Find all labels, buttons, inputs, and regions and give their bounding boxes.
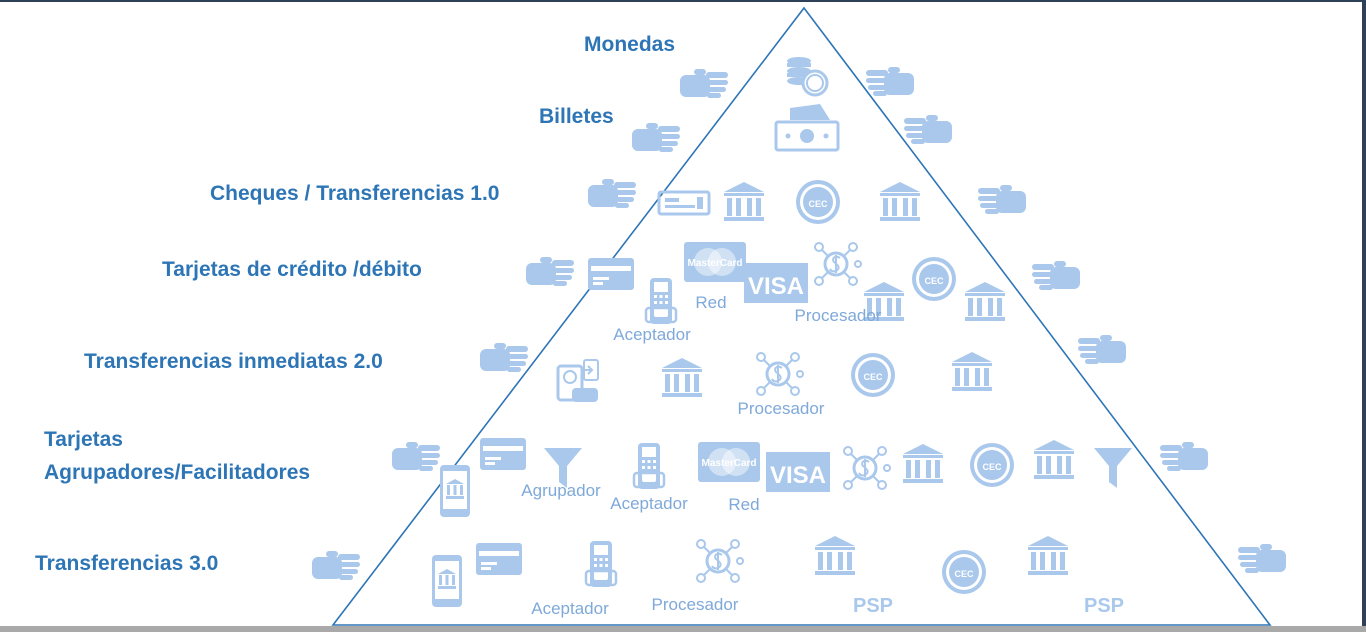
bank-icon	[1028, 536, 1068, 575]
mastercard-label: MasterCard	[701, 458, 756, 469]
level-transferencias-inmediatas: Transferencias inmediatas 2.0	[84, 350, 383, 373]
label-aceptador: Aceptador	[531, 599, 609, 618]
label-aceptador: Aceptador	[613, 325, 691, 344]
cheque-icon	[657, 190, 711, 216]
clearing-house-label: CEC	[808, 199, 828, 209]
pos-terminal-icon	[632, 441, 666, 491]
mobile-transfer-icon	[556, 358, 600, 404]
mobile-bank-icon	[440, 465, 470, 517]
clearing-house-label: CEC	[954, 569, 974, 579]
level-tarjetas-credito-debito: Tarjetas de crédito /débito	[162, 258, 422, 281]
bank-icon	[965, 282, 1005, 321]
level-cheques-transferencias: Cheques / Transferencias 1.0	[210, 182, 500, 205]
label-aceptador: Aceptador	[610, 494, 688, 513]
hand-icon	[904, 115, 952, 144]
clearing-house-label: CEC	[982, 462, 1002, 472]
level-monedas: Monedas	[584, 33, 676, 56]
bank-icon	[724, 182, 764, 221]
clearing-house-label: CEC	[863, 372, 883, 382]
label-procesador: Procesador	[651, 595, 739, 614]
hand-icon	[312, 551, 360, 580]
label-procesador: Procesador	[794, 306, 882, 325]
hand-icon	[978, 185, 1026, 214]
label-agrupador: Agrupador	[521, 481, 601, 500]
mobile-bank-icon	[432, 555, 462, 607]
bank-icon	[815, 536, 855, 575]
hand-icon	[1078, 335, 1126, 364]
hand-icon	[1032, 261, 1080, 290]
clearing-house-label: CEC	[924, 276, 944, 286]
credit-card-icon	[480, 438, 526, 470]
hand-icon	[866, 67, 914, 96]
processor-network-icon	[755, 351, 805, 397]
hand-icon	[1238, 544, 1286, 573]
processor-network-icon	[842, 445, 892, 491]
credit-card-icon	[588, 258, 634, 290]
banknote-icon	[774, 102, 840, 152]
coins-icon	[785, 55, 829, 97]
visa-label: VISA	[770, 462, 826, 489]
hand-icon	[588, 179, 636, 208]
bank-icon	[880, 182, 920, 221]
level-transferencias-3: Transferencias 3.0	[35, 552, 219, 575]
bank-icon	[903, 444, 943, 483]
mastercard-label: MasterCard	[687, 258, 742, 269]
hand-icon	[392, 442, 440, 471]
psp-logo: PSP	[1084, 595, 1124, 617]
window-top-border	[0, 0, 1366, 2]
bank-icon	[662, 358, 702, 397]
pos-terminal-icon	[584, 539, 618, 589]
hand-icon	[526, 257, 574, 286]
level-tarjetas-agrupadores: Tarjetas Agrupadores/Facilitadores	[44, 428, 311, 484]
hand-icon	[632, 123, 680, 152]
label-red: Red	[695, 293, 727, 312]
pos-terminal-icon	[644, 276, 678, 326]
hand-icon	[480, 343, 528, 372]
bank-icon	[1034, 440, 1074, 479]
visa-label: VISA	[748, 273, 804, 300]
hand-icon	[680, 69, 728, 98]
window-right-border	[1362, 0, 1366, 632]
window-bottom-border	[0, 626, 1366, 632]
level-billetes: Billetes	[539, 105, 614, 128]
psp-logo: PSP	[853, 595, 893, 617]
funnel-icon	[1094, 448, 1132, 488]
processor-network-icon	[813, 241, 863, 287]
hand-icon	[1160, 442, 1208, 471]
processor-network-icon	[695, 538, 745, 584]
bank-icon	[952, 352, 992, 391]
credit-card-icon	[476, 543, 522, 575]
label-procesador: Procesador	[737, 399, 825, 418]
label-red: Red	[728, 495, 760, 514]
